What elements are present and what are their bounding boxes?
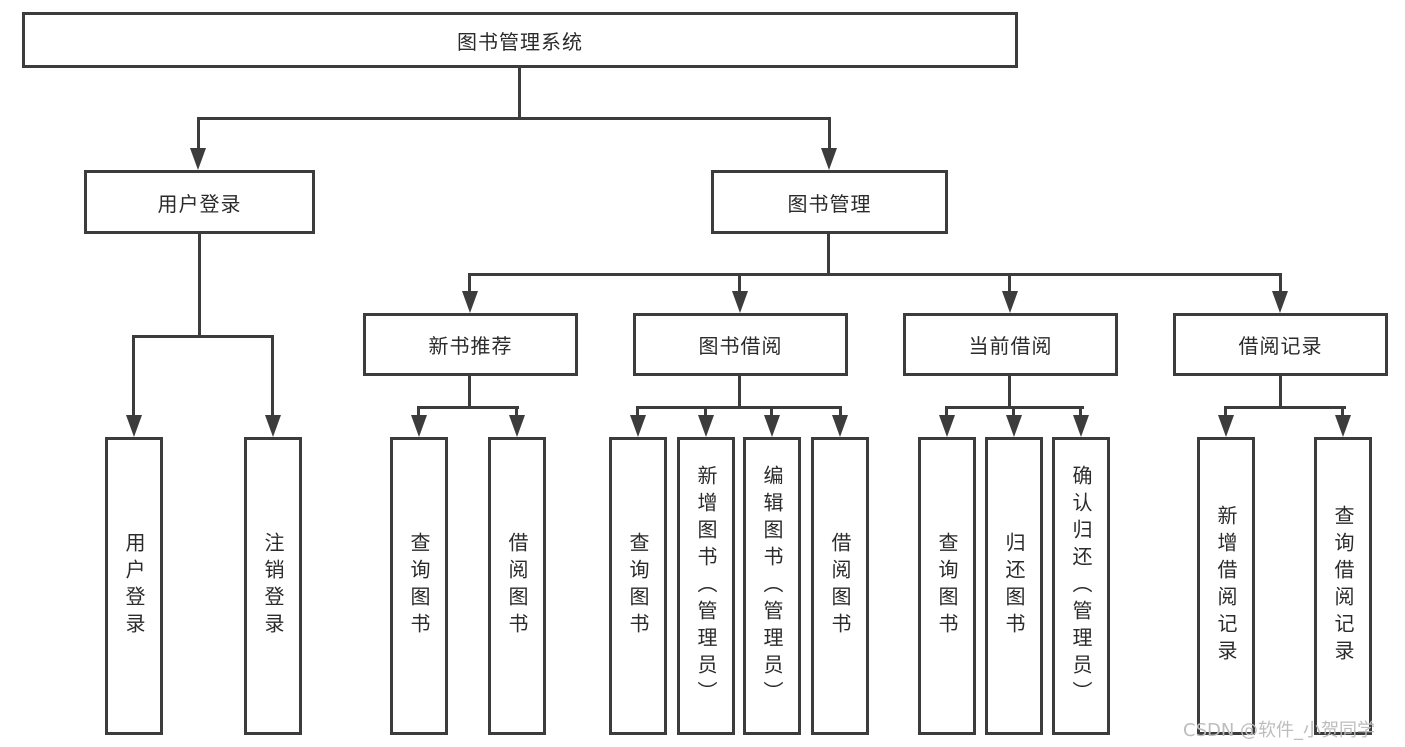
- arrow-down-icon: [1272, 291, 1288, 313]
- csdn-watermark: CSDN @软件_小贺同学: [1183, 720, 1376, 741]
- node-add-borrow-record-label: 新增借阅记录: [1214, 505, 1238, 667]
- connector-line: [1012, 406, 1015, 417]
- node-root-label: 图书管理系统: [457, 29, 583, 54]
- node-logout-label: 注销登录: [261, 532, 285, 640]
- arrow-down-icon: [630, 415, 646, 437]
- connector-line: [198, 234, 201, 338]
- arrow-down-icon: [1002, 291, 1018, 313]
- arrow-down-icon: [411, 415, 427, 437]
- node-return-book: 归还图书: [985, 437, 1043, 735]
- node-borrow-books-recommend-label: 借阅图书: [505, 532, 529, 640]
- arrow-down-icon: [265, 415, 281, 437]
- connector-line: [738, 273, 741, 293]
- connector-line: [515, 406, 518, 417]
- node-add-book-admin-label: 新增图书（管理员）: [694, 464, 718, 708]
- node-new-book-recommend: 新书推荐: [363, 313, 578, 376]
- connector-line: [636, 406, 842, 409]
- connector-line: [1008, 273, 1011, 293]
- connector-line: [132, 335, 135, 417]
- node-book-borrowing: 图书借阅: [633, 313, 848, 376]
- connector-line: [197, 117, 200, 152]
- node-borrow-books-leaf: 借阅图书: [811, 437, 869, 735]
- node-new-book-recommend-label: 新书推荐: [428, 334, 513, 358]
- node-logout: 注销登录: [244, 437, 302, 735]
- node-edit-book-admin-label: 编辑图书（管理员）: [760, 464, 784, 708]
- node-book-borrowing-label: 图书借阅: [698, 334, 783, 358]
- node-query-books-borrowing-label: 查询图书: [626, 532, 650, 640]
- arrow-down-icon: [1335, 415, 1351, 437]
- connector-line: [417, 406, 420, 417]
- connector-line: [417, 406, 519, 409]
- connector-line: [828, 117, 831, 152]
- arrow-down-icon: [939, 415, 955, 437]
- node-add-borrow-record: 新增借阅记录: [1197, 437, 1255, 735]
- node-query-books-borrowing: 查询图书: [609, 437, 667, 735]
- node-current-borrowing: 当前借阅: [903, 313, 1118, 376]
- node-root: 图书管理系统: [22, 12, 1018, 68]
- node-borrowing-records-label: 借阅记录: [1238, 334, 1323, 358]
- connector-line: [704, 406, 707, 417]
- connector-line: [468, 273, 1282, 276]
- connector-line: [770, 406, 773, 417]
- connector-line: [197, 117, 831, 120]
- connector-line: [1079, 406, 1082, 417]
- node-book-management-label: 图书管理: [787, 191, 872, 216]
- arrow-down-icon: [832, 415, 848, 437]
- connector-line: [1279, 376, 1282, 409]
- connector-line: [468, 376, 471, 409]
- arrow-down-icon: [732, 291, 748, 313]
- arrow-down-icon: [764, 415, 780, 437]
- node-query-books-recommend: 查询图书: [390, 437, 448, 735]
- arrow-down-icon: [509, 415, 525, 437]
- connector-line: [839, 406, 842, 417]
- arrow-down-icon: [698, 415, 714, 437]
- arrow-down-icon: [190, 148, 206, 170]
- connector-line: [132, 335, 274, 338]
- connector-line: [827, 234, 830, 275]
- node-user-login: 用户登录: [84, 170, 315, 234]
- connector-line: [1341, 406, 1344, 417]
- node-edit-book-admin: 编辑图书（管理员）: [743, 437, 801, 735]
- node-confirm-return-admin-label: 确认归还（管理员）: [1069, 464, 1093, 708]
- arrow-down-icon: [126, 415, 142, 437]
- node-query-books-current: 查询图书: [918, 437, 976, 735]
- node-return-book-label: 归还图书: [1002, 532, 1026, 640]
- node-add-book-admin: 新增图书（管理员）: [677, 437, 735, 735]
- node-query-borrow-record: 查询借阅记录: [1314, 437, 1372, 735]
- arrow-down-icon: [1073, 415, 1089, 437]
- node-confirm-return-admin: 确认归还（管理员）: [1052, 437, 1110, 735]
- connector-line: [1008, 376, 1011, 409]
- connector-line: [945, 406, 948, 417]
- node-borrowing-records: 借阅记录: [1173, 313, 1388, 376]
- node-user-login-leaf: 用户登录: [105, 437, 163, 735]
- arrow-down-icon: [462, 291, 478, 313]
- connector-line: [271, 335, 274, 417]
- node-query-books-current-label: 查询图书: [935, 532, 959, 640]
- node-current-borrowing-label: 当前借阅: [968, 334, 1053, 358]
- arrow-down-icon: [1006, 415, 1022, 437]
- connector-line: [636, 406, 639, 417]
- connector-line: [1224, 406, 1227, 417]
- arrow-down-icon: [1218, 415, 1234, 437]
- arrow-down-icon: [821, 148, 837, 170]
- connector-line: [1224, 406, 1346, 409]
- node-borrow-books-leaf-label: 借阅图书: [828, 532, 852, 640]
- node-user-login-leaf-label: 用户登录: [122, 532, 146, 640]
- connector-line: [1279, 273, 1282, 293]
- node-borrow-books-recommend: 借阅图书: [488, 437, 546, 735]
- connector-line: [468, 273, 471, 293]
- connector-line: [738, 376, 741, 409]
- node-query-borrow-record-label: 查询借阅记录: [1331, 505, 1355, 667]
- node-query-books-recommend-label: 查询图书: [407, 532, 431, 640]
- node-book-management: 图书管理: [711, 170, 948, 234]
- node-user-login-label: 用户登录: [157, 191, 242, 216]
- connector-line: [518, 68, 521, 120]
